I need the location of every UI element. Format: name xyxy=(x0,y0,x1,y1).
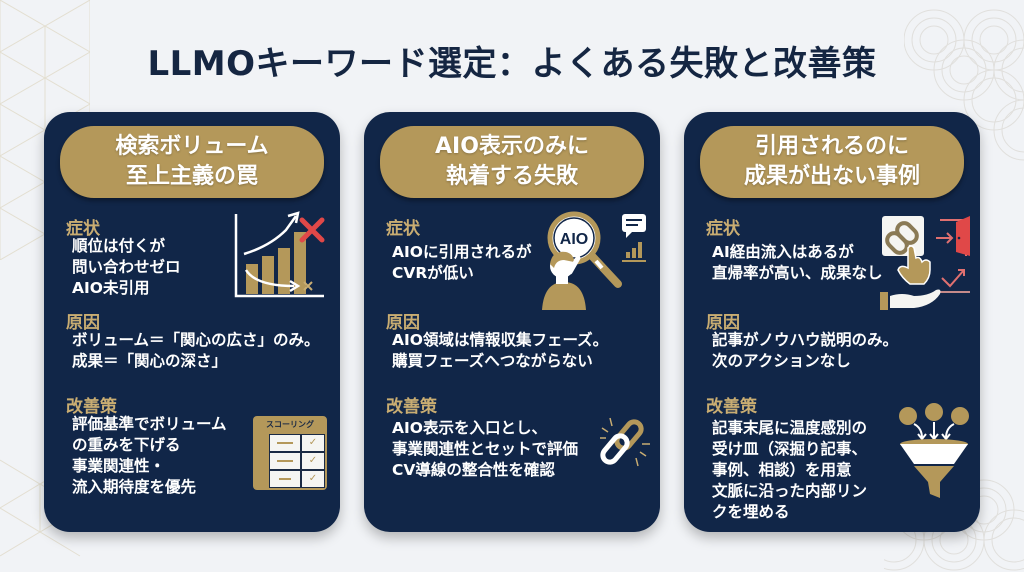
person-magnifier-aio-icon: AIO xyxy=(542,211,646,310)
card-heading: 検索ボリューム 至上主義の罠 xyxy=(60,126,324,198)
page-title: LLMOキーワード選定：よくある失敗と改善策 xyxy=(147,44,877,84)
card-aio-fixation: AIO表示のみに 執着する失敗 症状 AIOに引用されるが CVRが低い AIO… xyxy=(364,112,660,532)
symptom-label: 症状 xyxy=(386,219,420,239)
card-cited-no-results: 引用されるのに 成果が出ない事例 症状 AI経由流入はあるが 直帰率が高い、成果… xyxy=(684,112,980,532)
fix-text: 記事末尾に温度感別の 受け皿（深掘り記事、 事例、相談）を用意 文脈に沿った内部… xyxy=(712,419,868,521)
scoring-table-icon: スコーリング ✓ ✓ ✓ xyxy=(253,416,327,490)
cause-label: 原因 xyxy=(66,313,100,333)
symptom-text: AI経由流入はあるが 直帰率が高い、成果なし xyxy=(712,243,883,282)
card-volume-trap: 検索ボリューム 至上主義の罠 症状 順位は付くが 問い合わせゼロ AIO未引用 … xyxy=(44,112,340,532)
fix-text: 評価基準でボリューム の重みを下げる 事業関連性・ 流入期待度を優先 xyxy=(72,415,227,496)
cause-text: AIO領域は情報収集フェーズ。 購買フェーズへつながらない xyxy=(392,331,609,370)
symptom-text: 順位は付くが 問い合わせゼロ AIO未引用 xyxy=(72,237,181,297)
fix-text: AIO表示を入口とし、 事業関連性とセットで評価 CV導線の整合性を確認 xyxy=(392,419,579,479)
link-click-exit-door-icon xyxy=(880,216,970,310)
cause-text: 記事がノウハウ説明のみ。 次のアクションなし xyxy=(712,331,899,370)
card-heading-line: 至上主義の罠 xyxy=(125,164,258,189)
fix-label: 改善策 xyxy=(706,397,757,417)
chain-link-icon xyxy=(600,417,650,467)
fix-label: 改善策 xyxy=(66,397,117,417)
symptom-label: 症状 xyxy=(66,219,100,239)
cause-label: 原因 xyxy=(386,313,420,333)
symptom-text: AIOに引用されるが CVRが低い xyxy=(392,243,532,282)
cause-label: 原因 xyxy=(706,313,740,333)
funnel-icon xyxy=(899,403,969,498)
card-heading-line: 成果が出ない事例 xyxy=(743,164,920,189)
card-heading: AIO表示のみに 執着する失敗 xyxy=(380,126,644,198)
card-heading-line: 引用されるのに xyxy=(754,134,909,159)
symptom-label: 症状 xyxy=(706,219,740,239)
card-heading-line: 執着する失敗 xyxy=(445,164,578,189)
card-heading-line: 検索ボリューム xyxy=(115,134,269,159)
card-heading-line: AIO表示のみに xyxy=(435,134,589,159)
fix-label: 改善策 xyxy=(386,397,437,417)
svg-text:AIO: AIO xyxy=(560,231,588,248)
card-heading: 引用されるのに 成果が出ない事例 xyxy=(700,126,964,198)
cause-text: ボリューム＝「関心の広さ」のみ。 成果＝「関心の深さ」 xyxy=(72,331,320,370)
bar-chart-rising-with-red-x-icon xyxy=(234,211,325,298)
